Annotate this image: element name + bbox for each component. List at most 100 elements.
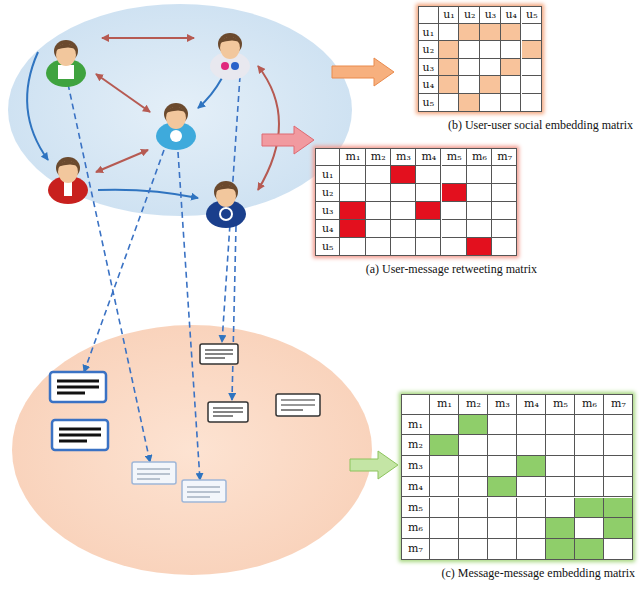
matrix-cell	[340, 238, 365, 256]
matrix-cell	[439, 59, 460, 77]
matrix-cell	[488, 518, 517, 539]
matrix-cell	[416, 220, 441, 238]
matrix-cell	[459, 518, 488, 539]
header-label: u₅	[315, 238, 340, 256]
matrix-cell	[517, 539, 546, 560]
matrix-cell	[416, 202, 441, 220]
matrix-cell	[366, 202, 391, 220]
header-label: m₅	[401, 498, 430, 519]
matrix-cell	[418, 6, 439, 24]
matrix-cell	[480, 24, 501, 42]
matrix-cell	[604, 539, 633, 560]
matrix-cell	[517, 518, 546, 539]
matrix-cell	[488, 435, 517, 456]
matrix-cell	[488, 456, 517, 477]
matrix-cell	[459, 456, 488, 477]
header-label: u₅	[522, 6, 543, 24]
header-label: m₅	[546, 394, 575, 415]
matrix-cell	[442, 220, 467, 238]
matrix-cell	[546, 518, 575, 539]
matrix-cell	[575, 539, 604, 560]
matrix-cell	[442, 202, 467, 220]
matrix-table: u₁u₂u₃u₄u₅u₁u₂u₃u₄u₅(b) User-user social…	[418, 6, 542, 112]
header-label: m₁	[340, 148, 365, 166]
matrix-cell	[340, 202, 365, 220]
matrix-cell	[442, 184, 467, 202]
matrix-cell	[315, 148, 340, 166]
matrix-cell	[416, 166, 441, 184]
matrix-cell	[501, 76, 522, 94]
matrix-cell	[492, 238, 517, 256]
matrix-cell	[501, 24, 522, 42]
header-label: m₅	[442, 148, 467, 166]
matrix-cell	[501, 41, 522, 59]
matrix-cell	[546, 498, 575, 519]
matrix-cell	[467, 220, 492, 238]
matrix-cell	[366, 166, 391, 184]
matrix-cell	[488, 477, 517, 498]
header-label: u₂	[459, 6, 480, 24]
matrix-cell	[575, 435, 604, 456]
matrix-cell	[517, 415, 546, 436]
matrix-cell	[430, 498, 459, 519]
matrix-cell	[459, 24, 480, 42]
matrix-cell	[459, 477, 488, 498]
header-label: u₄	[501, 6, 522, 24]
matrix-cell	[459, 415, 488, 436]
matrix-cell	[546, 539, 575, 560]
matrix-cell	[416, 238, 441, 256]
block-arrow	[262, 126, 314, 154]
matrix-cell	[522, 76, 543, 94]
matrix-cell	[430, 518, 459, 539]
header-label: m₂	[401, 435, 430, 456]
matrix-cell	[430, 415, 459, 436]
matrix-cell	[430, 539, 459, 560]
matrix-cell	[604, 498, 633, 519]
header-label: u₃	[480, 6, 501, 24]
matrix-cell	[480, 59, 501, 77]
matrix-table: m₁m₂m₃m₄m₅m₆m₇u₁u₂u₃u₄u₅(a) User-message…	[315, 148, 517, 256]
matrix-cell	[416, 184, 441, 202]
matrix-cell	[430, 435, 459, 456]
matrix-cell	[546, 435, 575, 456]
matrix-cell	[517, 477, 546, 498]
matrix-cell	[430, 477, 459, 498]
matrix-cell	[467, 184, 492, 202]
user-avatar	[46, 33, 250, 228]
header-label: m₄	[416, 148, 441, 166]
matrix-cell	[501, 59, 522, 77]
block-arrow	[350, 451, 398, 479]
matrix-cell	[492, 184, 517, 202]
header-label: m₃	[391, 148, 416, 166]
matrix-cell	[488, 415, 517, 436]
matrix-cell	[480, 76, 501, 94]
matrix-cell	[459, 94, 480, 112]
matrix-cell	[366, 184, 391, 202]
header-label: m₁	[430, 394, 459, 415]
matrix-cell	[522, 41, 543, 59]
message-icon	[50, 344, 320, 502]
matrix-cell	[459, 59, 480, 77]
header-label: m₃	[401, 456, 430, 477]
matrix-cell	[604, 518, 633, 539]
matrix-cell	[430, 456, 459, 477]
header-label: m₇	[401, 539, 430, 560]
matrix-cell	[391, 184, 416, 202]
matrix-cell	[501, 94, 522, 112]
matrix-cell	[391, 220, 416, 238]
matrix-cell	[439, 76, 460, 94]
matrix-cell	[391, 166, 416, 184]
matrix-cell	[391, 202, 416, 220]
matrix-cell	[522, 94, 543, 112]
matrix-cell	[604, 415, 633, 436]
matrix-cell	[442, 166, 467, 184]
matrix-cell	[604, 435, 633, 456]
matrix-cell	[546, 456, 575, 477]
header-label: u₃	[418, 59, 439, 77]
matrix-cell	[439, 94, 460, 112]
matrix-cell	[546, 415, 575, 436]
matrix-cell	[439, 41, 460, 59]
matrix-cell	[492, 202, 517, 220]
matrix-cell	[340, 184, 365, 202]
